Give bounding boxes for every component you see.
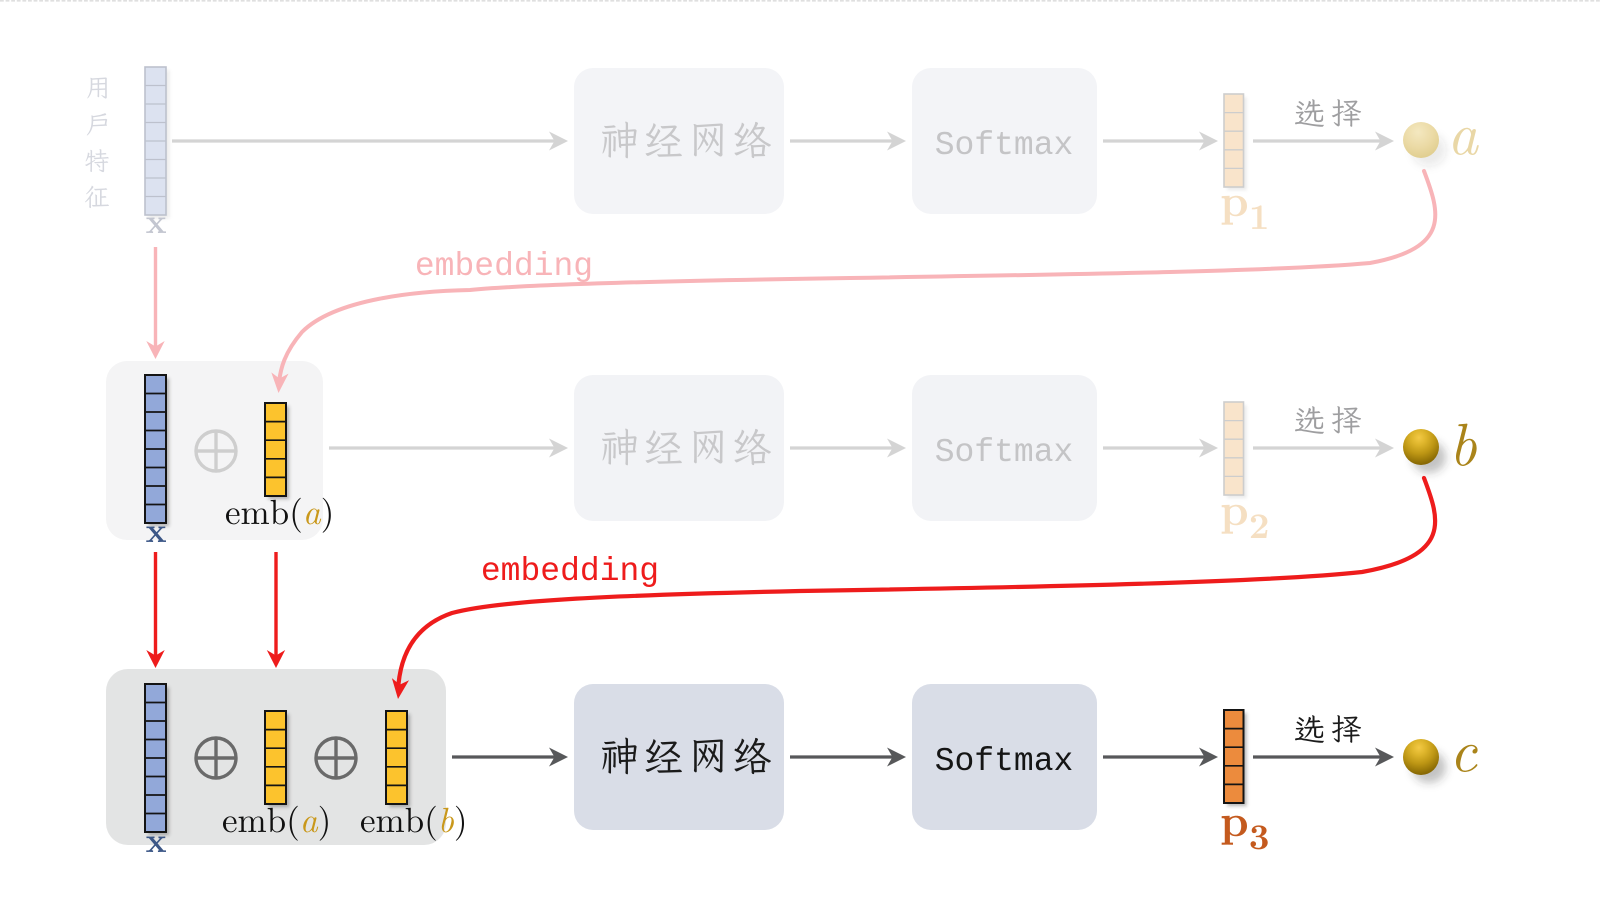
svg-text:Softmax: Softmax xyxy=(935,434,1074,471)
svg-text:embedding: embedding xyxy=(481,553,659,590)
svg-text:Softmax: Softmax xyxy=(935,743,1074,780)
svg-text:embedding: embedding xyxy=(415,248,593,285)
svg-text:Softmax: Softmax xyxy=(935,127,1074,164)
